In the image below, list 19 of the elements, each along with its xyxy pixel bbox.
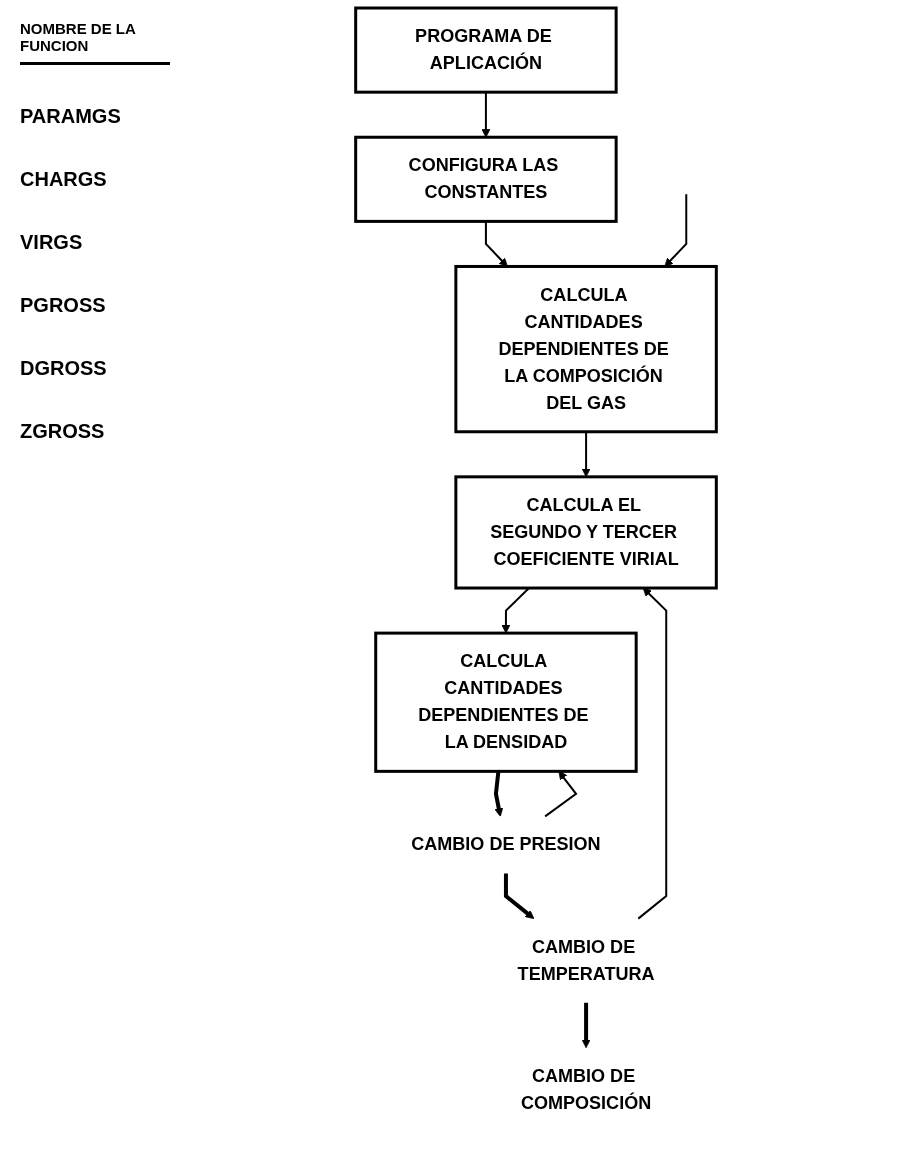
node-box: CALCULA EL SEGUNDO Y TERCER COEFICIENTE VIRIAL [454, 475, 718, 590]
node-text: CAMBIO DE PRESION [411, 834, 601, 855]
arrow [581, 1002, 591, 1049]
arrow [503, 873, 535, 919]
arrow [493, 771, 504, 817]
function-name: ZGROSS [20, 420, 106, 443]
node-text: CAMBIO DE COMPOSICIÓN [520, 1065, 652, 1113]
node-box: CALCULA CANTIDADES DEPENDIENTES DE LA COMPOSICIÓN DEL GAS [454, 264, 718, 434]
function-name: PARAMGS [20, 105, 122, 128]
node-box: PROGRAMA DE APLICACIÓN [354, 6, 618, 94]
arrow [664, 193, 688, 267]
node-box: CALCULA CANTIDADES DEPENDIENTES DE LA DENSIDAD [374, 631, 638, 773]
function-name: CHARGS [20, 168, 108, 191]
function-name: PGROSS [20, 294, 107, 317]
function-name: DGROSS [20, 357, 108, 380]
column-heading: NOMBRE DE LA FUNCION [20, 20, 170, 65]
node-box: CONFIGURA LAS CONSTANTES [354, 135, 618, 223]
function-name: VIRGS [20, 231, 84, 254]
node-text: CAMBIO DE TEMPERATURA [517, 936, 655, 984]
